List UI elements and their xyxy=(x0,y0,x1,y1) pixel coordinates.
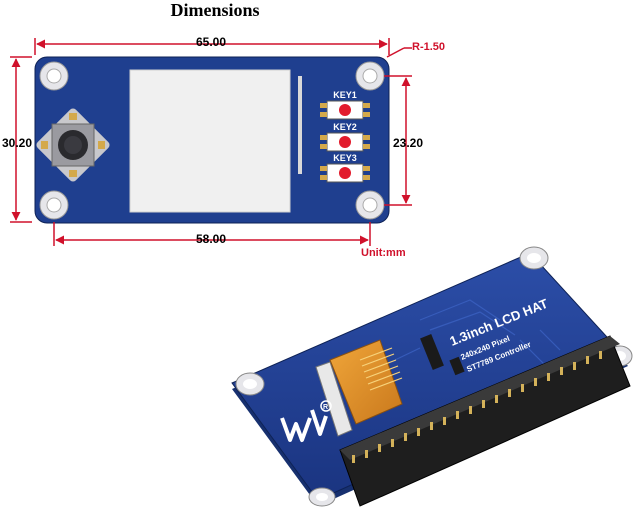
mount-hole-top-right xyxy=(355,61,385,91)
board-3d-illustration: 1.3inch LCD HAT 240x240 Pixel ST7789 Con… xyxy=(231,246,633,507)
dimension-lines xyxy=(10,38,412,246)
key2-label: KEY2 xyxy=(333,122,357,132)
hole-span-y-label: 23.20 xyxy=(393,136,424,150)
waveshare-logo-icon: R xyxy=(280,400,332,442)
mount-hole-bottom-right xyxy=(355,190,385,220)
mount-hole-top-left xyxy=(39,61,69,91)
key2 xyxy=(320,132,370,152)
svg-text:R: R xyxy=(323,404,328,411)
width-label: 65.00 xyxy=(196,35,227,49)
header-pins xyxy=(352,351,602,463)
dimensions-title: Dimensions xyxy=(170,0,260,20)
key3 xyxy=(320,163,370,183)
hole-span-x-label: 58.00 xyxy=(196,232,227,246)
height-label: 30.20 xyxy=(2,136,33,150)
key3-label: KEY3 xyxy=(333,153,357,163)
key1-label: KEY1 xyxy=(333,90,357,100)
mount-hole-bottom-left xyxy=(39,190,69,220)
corner-radius-label: R-1.50 xyxy=(412,41,446,53)
joystick-icon xyxy=(36,108,110,182)
top-view-board: KEY1 KEY2 KEY3 xyxy=(34,56,390,224)
lcd-slot xyxy=(298,76,302,174)
unit-label: Unit:mm xyxy=(361,247,406,259)
key1 xyxy=(320,100,370,120)
lcd-screen xyxy=(129,69,291,213)
